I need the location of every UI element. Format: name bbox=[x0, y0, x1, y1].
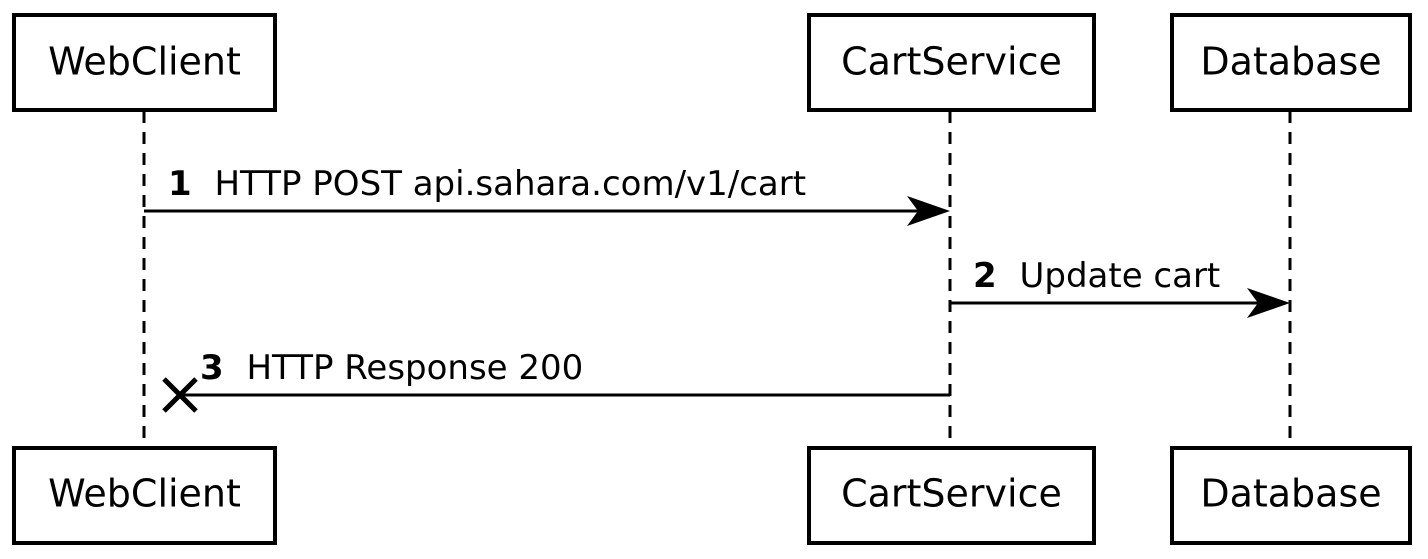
participant-bottom-webclient: WebClient bbox=[12, 446, 277, 545]
arrowhead-icon bbox=[1247, 288, 1290, 318]
message-label: 3 HTTP Response 200 bbox=[200, 348, 583, 388]
message-text: HTTP Response 200 bbox=[246, 348, 583, 388]
participant-label: CartService bbox=[841, 40, 1062, 84]
message-text: Update cart bbox=[1019, 256, 1220, 296]
message-number: 2 bbox=[973, 256, 997, 296]
message-label: 1 HTTP POST api.sahara.com/v1/cart bbox=[168, 164, 806, 204]
message-3: 3 HTTP Response 200 bbox=[162, 348, 950, 413]
message-1: 1 HTTP POST api.sahara.com/v1/cart bbox=[144, 164, 950, 226]
message-text: HTTP POST api.sahara.com/v1/cart bbox=[214, 164, 806, 204]
participant-label: WebClient bbox=[48, 472, 241, 516]
message-number: 3 bbox=[200, 348, 224, 388]
participant-top-cartservice: CartService bbox=[807, 13, 1096, 112]
participant-label: Database bbox=[1200, 40, 1381, 84]
participant-label: WebClient bbox=[48, 40, 241, 84]
message-number: 1 bbox=[168, 164, 192, 204]
participant-label: CartService bbox=[841, 472, 1062, 516]
message-label: 2 Update cart bbox=[973, 256, 1220, 296]
message-2: 2 Update cart bbox=[950, 256, 1290, 318]
participant-bottom-cartservice: CartService bbox=[807, 446, 1096, 545]
participant-label: Database bbox=[1200, 472, 1381, 516]
arrowhead-icon bbox=[907, 196, 950, 226]
participant-top-webclient: WebClient bbox=[12, 13, 277, 112]
cross-icon bbox=[162, 377, 198, 413]
participant-bottom-database: Database bbox=[1170, 446, 1412, 545]
participant-top-database: Database bbox=[1170, 13, 1412, 112]
